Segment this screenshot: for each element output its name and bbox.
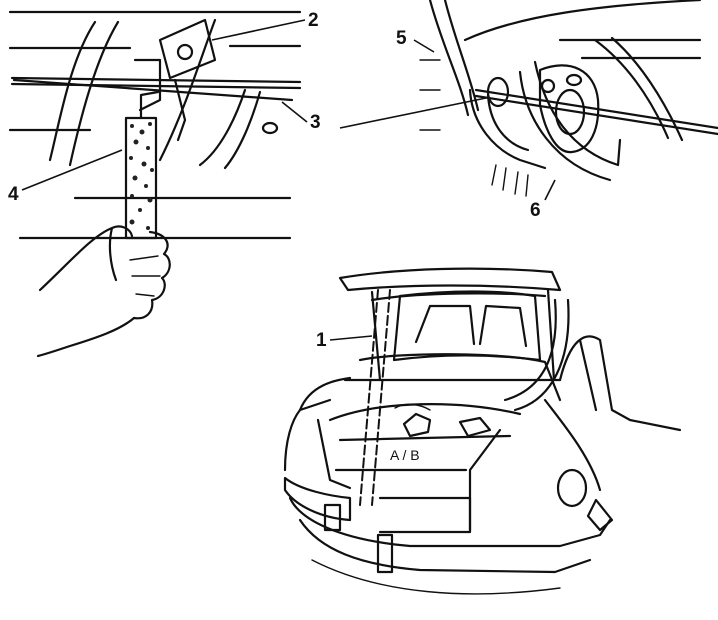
hinge-mount-plate <box>486 64 600 154</box>
callout-label-4: 4 <box>8 184 19 205</box>
tension-rod <box>12 78 294 102</box>
torsion-bar-lower <box>474 94 718 136</box>
trunk-interior <box>328 403 522 472</box>
panel-top-left-body-lines <box>8 10 302 240</box>
callout-label-3: 3 <box>310 112 321 133</box>
adjusting-tool-handle <box>124 90 160 240</box>
panel-hinge-detail <box>419 0 718 197</box>
callout-5: 5 <box>396 28 435 53</box>
trunk-floor-marking: A / B <box>390 447 420 463</box>
lid-support-struts <box>359 289 570 506</box>
car-rear-body <box>283 335 682 532</box>
rear-bumper <box>283 476 612 595</box>
panel-car-trunk: A / B <box>283 267 682 595</box>
callout-1: 1 <box>316 330 373 351</box>
hatch-marks <box>491 164 529 197</box>
callout-4: 4 <box>8 149 123 205</box>
panel-handle-detail <box>8 10 302 358</box>
callout-label-5: 5 <box>396 28 407 49</box>
callout-label-6: 6 <box>530 200 541 221</box>
torsion-bar <box>474 88 718 130</box>
rear-window-frame <box>392 290 542 362</box>
callout-label-2: 2 <box>308 10 319 31</box>
callout-2: 2 <box>211 10 319 41</box>
callout-3-leader-right <box>339 97 487 129</box>
trunk-lid-open <box>338 267 562 382</box>
callout-3: 3 <box>281 101 321 133</box>
hand-holding-tool <box>36 225 171 358</box>
callout-label-1: 1 <box>316 330 327 351</box>
hinge-bracket <box>133 18 217 142</box>
callout-6: 6 <box>530 179 556 221</box>
